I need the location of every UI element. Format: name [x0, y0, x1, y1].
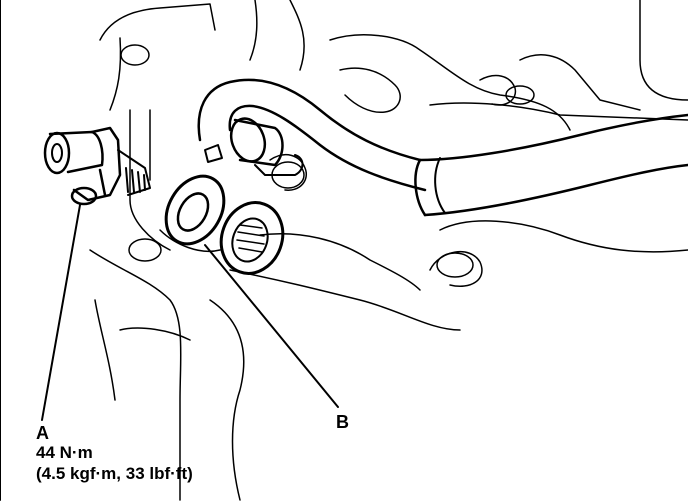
- threaded-port: [219, 201, 285, 275]
- leader-b: [204, 244, 339, 408]
- part-a-valve: [43, 126, 151, 206]
- torque-spec-alt-units: (4.5 kgf·m, 33 lbf·ft): [36, 464, 193, 483]
- callout-label-b: B: [336, 412, 349, 432]
- callout-leaders: [41, 204, 339, 421]
- leader-a: [41, 204, 81, 421]
- torque-spec-nm: 44 N·m: [36, 443, 93, 462]
- block-bolt-heads: [120, 44, 535, 278]
- hose-end-fitting: [204, 117, 304, 176]
- callout-label-a: A: [36, 423, 49, 443]
- hose: [197, 78, 688, 217]
- part-b-washer: [164, 174, 226, 246]
